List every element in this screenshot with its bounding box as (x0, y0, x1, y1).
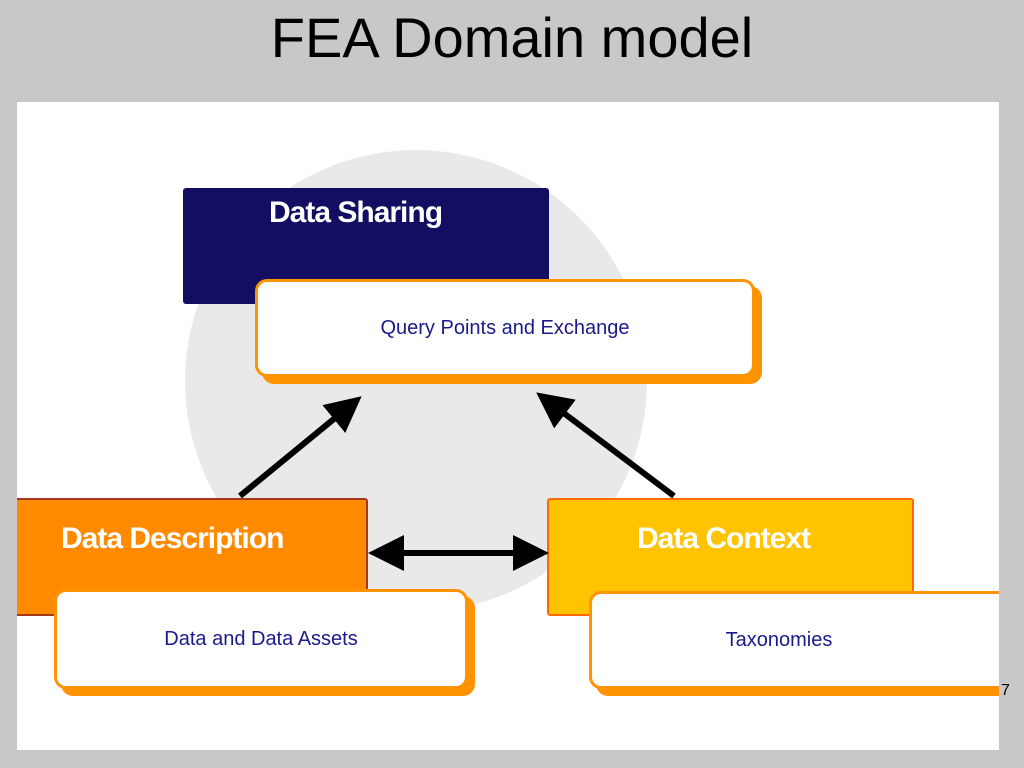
data-context-content-label: Taxonomies (725, 628, 833, 651)
arrow-description-to-sharing (238, 396, 362, 499)
page-number: 7 (1001, 682, 1010, 699)
data-description-header-label: Data Description (61, 522, 284, 555)
slide-title: FEA Domain model (270, 6, 754, 69)
data-description-content-label: Data and Data Assets (164, 627, 358, 650)
data-context-content-box: Taxonomies (589, 591, 999, 689)
data-sharing-content-label: Query Points and Exchange (380, 316, 630, 339)
data-sharing-content-box: Query Points and Exchange (255, 279, 755, 377)
data-sharing-header-label: Data Sharing (269, 196, 443, 229)
arrow-context-to-sharing (536, 392, 676, 499)
data-description-content-box: Data and Data Assets (54, 589, 468, 689)
arrows-layer (238, 392, 676, 571)
data-context-header-label: Data Context (637, 522, 811, 555)
diagram-canvas: Data Sharing Data Description Data Conte… (17, 102, 999, 750)
